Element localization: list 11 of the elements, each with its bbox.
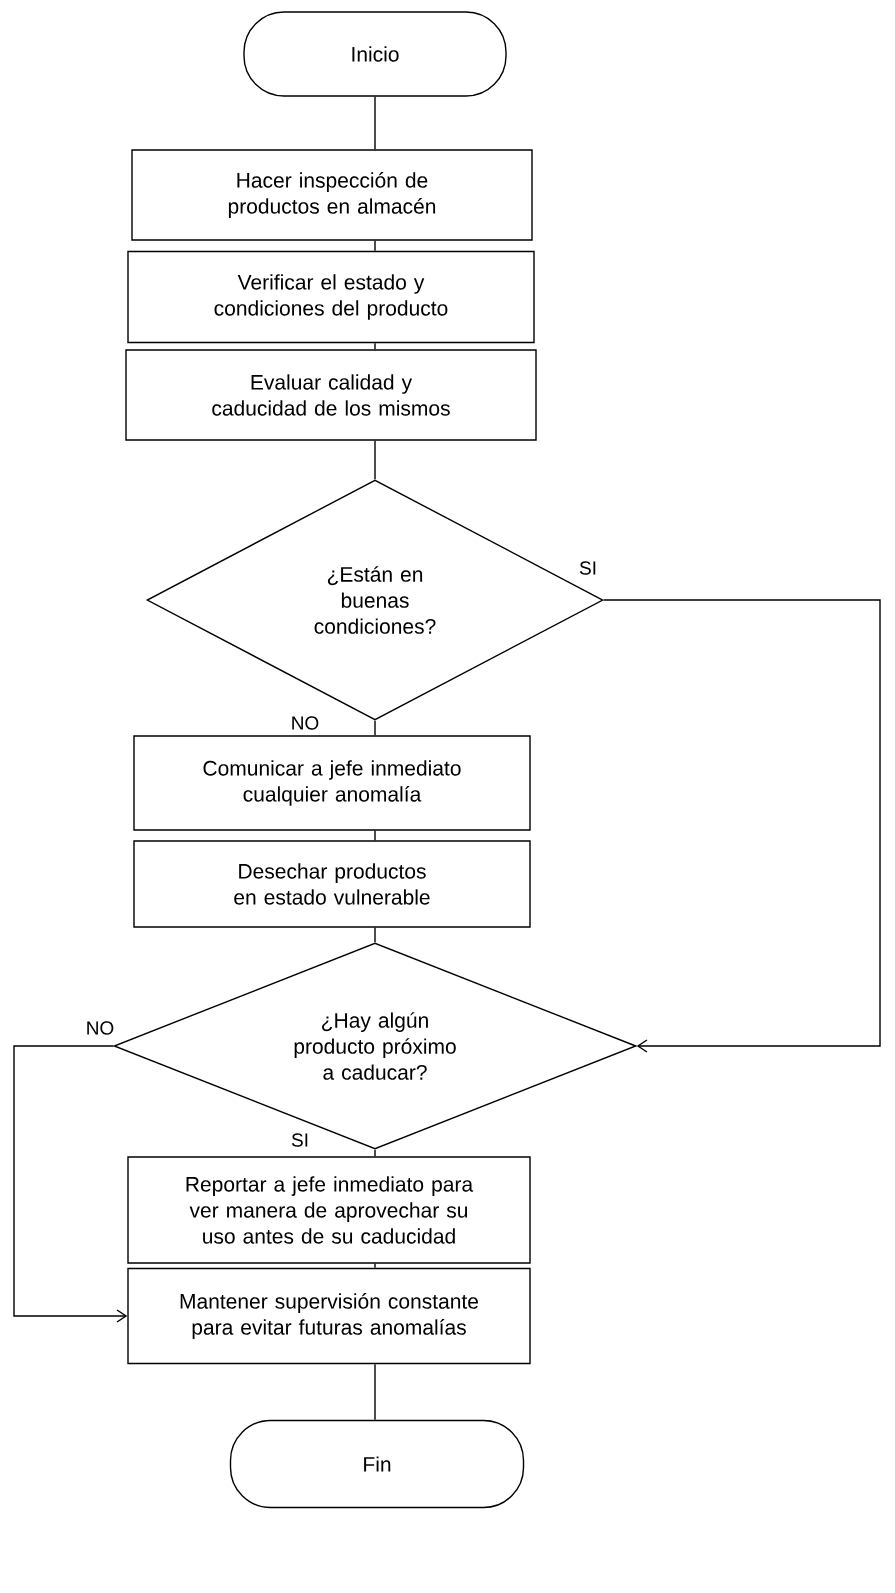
edge-label: SI xyxy=(289,1131,311,1149)
process-box: Comunicar a jefe inmediato cualquier anomalía xyxy=(133,735,531,831)
process-box: Verificar el estado y condiciones del producto xyxy=(127,250,535,344)
edge-label: SI xyxy=(577,559,599,577)
connector-arrow xyxy=(603,599,881,1053)
connector-arrow xyxy=(13,1045,128,1323)
process-box: Mantener supervisión constante para evitar futuras anomalías xyxy=(127,1267,531,1365)
process-box: Desechar productos en estado vulnerable xyxy=(133,840,531,928)
process-box: Evaluar calidad y caducidad de los mismos xyxy=(125,349,537,441)
process-box: Hacer inspección de productos en almacén xyxy=(131,149,533,241)
process-box: Reportar a jefe inmediato para ver manera de aprovechar su uso antes de su caducidad xyxy=(127,1156,531,1264)
